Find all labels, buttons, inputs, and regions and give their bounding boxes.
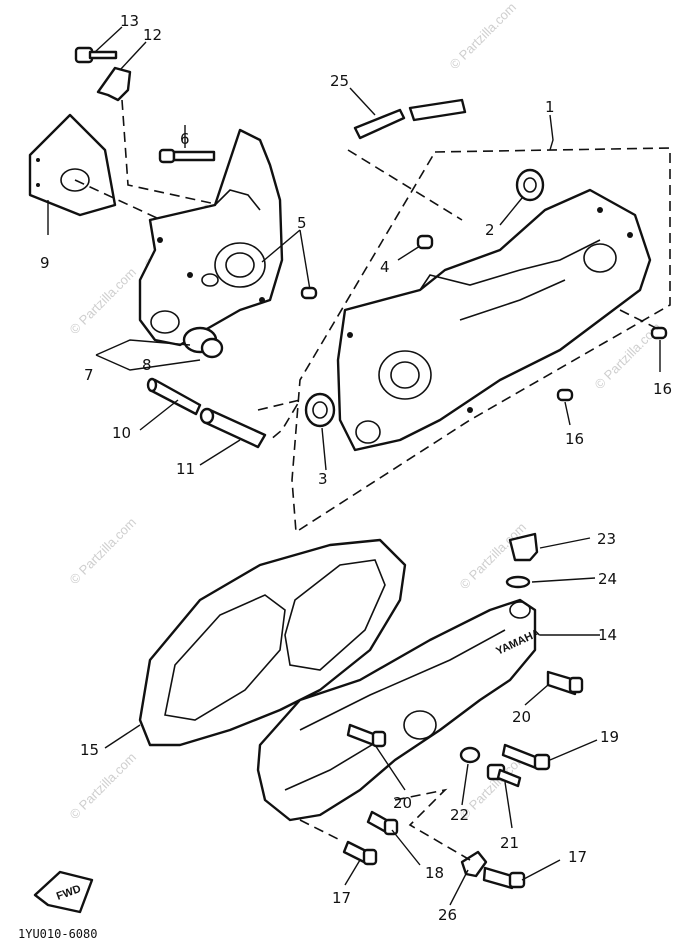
bolt-21-part [486, 763, 522, 788]
clamp-12-part [96, 66, 132, 102]
plate-part [28, 113, 117, 217]
bolt-17-part [482, 866, 526, 890]
callout-10: 10 [112, 424, 131, 442]
plug-16-part [650, 326, 668, 340]
clamp-26-part [460, 850, 488, 878]
washer-22-part [459, 746, 481, 764]
callout-1: 1 [545, 98, 555, 116]
callout-21: 21 [500, 834, 519, 852]
callout-15: 15 [80, 741, 99, 759]
callout-23: 23 [597, 530, 616, 548]
callout-13: 13 [120, 12, 139, 30]
callout-20: 20 [512, 708, 531, 726]
callout-4: 4 [380, 258, 390, 276]
dowel-5-part [300, 286, 318, 300]
callout-17: 17 [332, 889, 351, 907]
bearing-8-part [182, 326, 224, 359]
callout-8: 8 [142, 356, 152, 374]
plug-23-part [508, 532, 539, 562]
hose-25-part [353, 98, 467, 140]
bolt-17-part [342, 840, 378, 866]
oring-24-part [505, 575, 531, 589]
crankcase-cover-part: YAMAHA [256, 598, 542, 822]
callout-6: 6 [180, 130, 190, 148]
callout-12: 12 [143, 26, 162, 44]
callout-9: 9 [40, 254, 50, 272]
callout-5: 5 [297, 214, 307, 232]
left-crankcase-part [138, 128, 284, 347]
dowel-4-part [416, 234, 434, 250]
callout-18: 18 [425, 864, 444, 882]
callout-labels: 1 2 3 4 5 6 7 8 9 10 11 12 13 14 15 16 1… [40, 12, 672, 924]
bolt-18-part [366, 810, 399, 836]
callout-22: 22 [450, 806, 469, 824]
callout-16: 16 [565, 430, 584, 448]
callout-24: 24 [598, 570, 617, 588]
pin-10-part [146, 377, 202, 416]
bearing-3-part [304, 392, 336, 428]
diagram-code: 1YU010-6080 [18, 927, 97, 941]
callout-26: 26 [438, 906, 457, 924]
right-crankcase-part [336, 188, 652, 452]
callout-2: 2 [485, 221, 495, 239]
bolt-6-part [158, 148, 216, 164]
gasket-15-part [138, 538, 407, 747]
crankcase-assembly-boundary [291, 147, 671, 534]
watermark: © Partzilla.com [67, 750, 140, 823]
watermark: © Partzilla.com [67, 265, 140, 338]
pin-11-part [199, 407, 267, 449]
callout-16: 16 [653, 380, 672, 398]
leader-line [549, 114, 554, 151]
callout-25: 25 [330, 72, 349, 90]
bolt-20-part [346, 723, 387, 748]
watermark: © Partzilla.com [67, 515, 140, 588]
plug-16-part [556, 388, 574, 402]
callout-20: 20 [393, 794, 412, 812]
callout-11: 11 [176, 460, 195, 478]
callout-19: 19 [600, 728, 619, 746]
bolt-19-part [501, 743, 551, 771]
fwd-arrow-icon: FWD [33, 870, 94, 914]
bolt-13-part [74, 46, 118, 64]
callout-17: 17 [568, 848, 587, 866]
callout-14: 14 [598, 626, 617, 644]
bolt-20-part [546, 670, 584, 696]
watermark: © Partzilla.com [447, 0, 520, 72]
callout-3: 3 [318, 470, 328, 488]
seal-2-part [515, 168, 545, 202]
callout-7: 7 [84, 366, 94, 384]
